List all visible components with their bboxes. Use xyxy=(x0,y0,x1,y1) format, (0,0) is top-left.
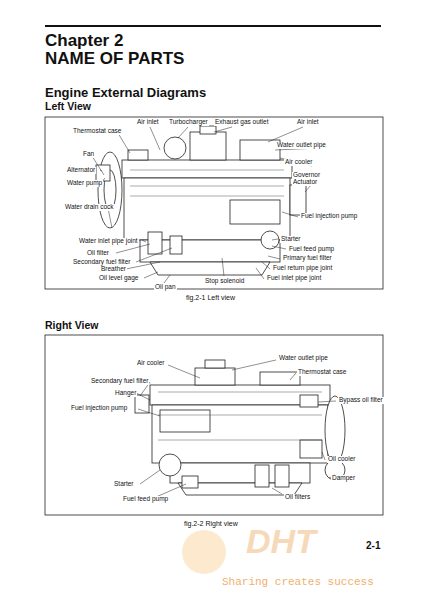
chapter-title: NAME OF PARTS xyxy=(45,50,184,68)
part-label: Secondary fuel filter xyxy=(90,378,149,385)
part-label: Starter xyxy=(280,236,302,243)
part-label: Breather xyxy=(100,266,127,273)
part-label: Damper xyxy=(331,475,356,482)
part-label: Bypass oil filter xyxy=(338,397,384,404)
part-label: Oil cooler xyxy=(327,456,356,463)
part-label: Fuel return pipe joint xyxy=(272,265,333,272)
part-label: Alternator xyxy=(66,167,96,174)
part-label: Thermostat case xyxy=(72,128,122,135)
part-label: Oil filter xyxy=(86,250,110,257)
watermark-logo xyxy=(182,530,226,574)
part-label: Hanger xyxy=(114,390,137,397)
part-label: Starter xyxy=(113,481,135,488)
part-label: Oil pan xyxy=(154,284,177,291)
part-label: Fuel injection pump xyxy=(70,405,128,412)
part-label: Water inlet pipe joint xyxy=(78,238,139,245)
watermark: Sharing creates success xyxy=(222,577,374,589)
part-label: Water outlet pipe xyxy=(276,142,327,149)
part-label: Water outlet pipe xyxy=(278,355,329,362)
part-label: Air cooler xyxy=(136,360,165,367)
part-label: Turbocharger xyxy=(168,119,209,126)
page-number: 2-1 xyxy=(366,541,380,552)
part-label: Fuel feed pump xyxy=(288,246,335,253)
part-label: Secondary fuel filter xyxy=(72,259,131,266)
part-label: Water drain cock xyxy=(64,204,115,211)
section-heading: Engine External Diagrams xyxy=(45,86,206,100)
part-label: Thermostat case xyxy=(297,369,347,376)
view-heading: Left View xyxy=(45,101,91,112)
part-label: Fuel feed pump xyxy=(122,496,169,503)
watermark: DHT xyxy=(246,524,316,560)
part-label: Fuel inlet pipe joint xyxy=(266,275,322,282)
part-label: Exhaust gas outlet xyxy=(214,119,269,126)
figure-caption: fig.2-2 Right view xyxy=(184,520,238,527)
part-label: Primary fuel filter xyxy=(282,255,333,262)
part-label: Oil filters xyxy=(284,494,311,501)
view-heading: Right View xyxy=(45,320,98,331)
part-label: Air cooler xyxy=(284,159,313,166)
part-label: Air inlet xyxy=(136,119,160,126)
figure-caption: fig.2-1 Left view xyxy=(186,294,235,301)
part-label: Fuel injection pump xyxy=(300,213,358,220)
part-label: Oil level gage xyxy=(98,275,139,282)
chapter-title: Chapter 2 xyxy=(45,32,123,50)
part-label: Fan xyxy=(82,151,95,158)
part-label: Water pump xyxy=(66,180,103,187)
part-label: Air inlet xyxy=(296,119,320,126)
part-label: Governor Actuator xyxy=(292,172,328,186)
part-label: Stop solenoid xyxy=(204,278,245,285)
